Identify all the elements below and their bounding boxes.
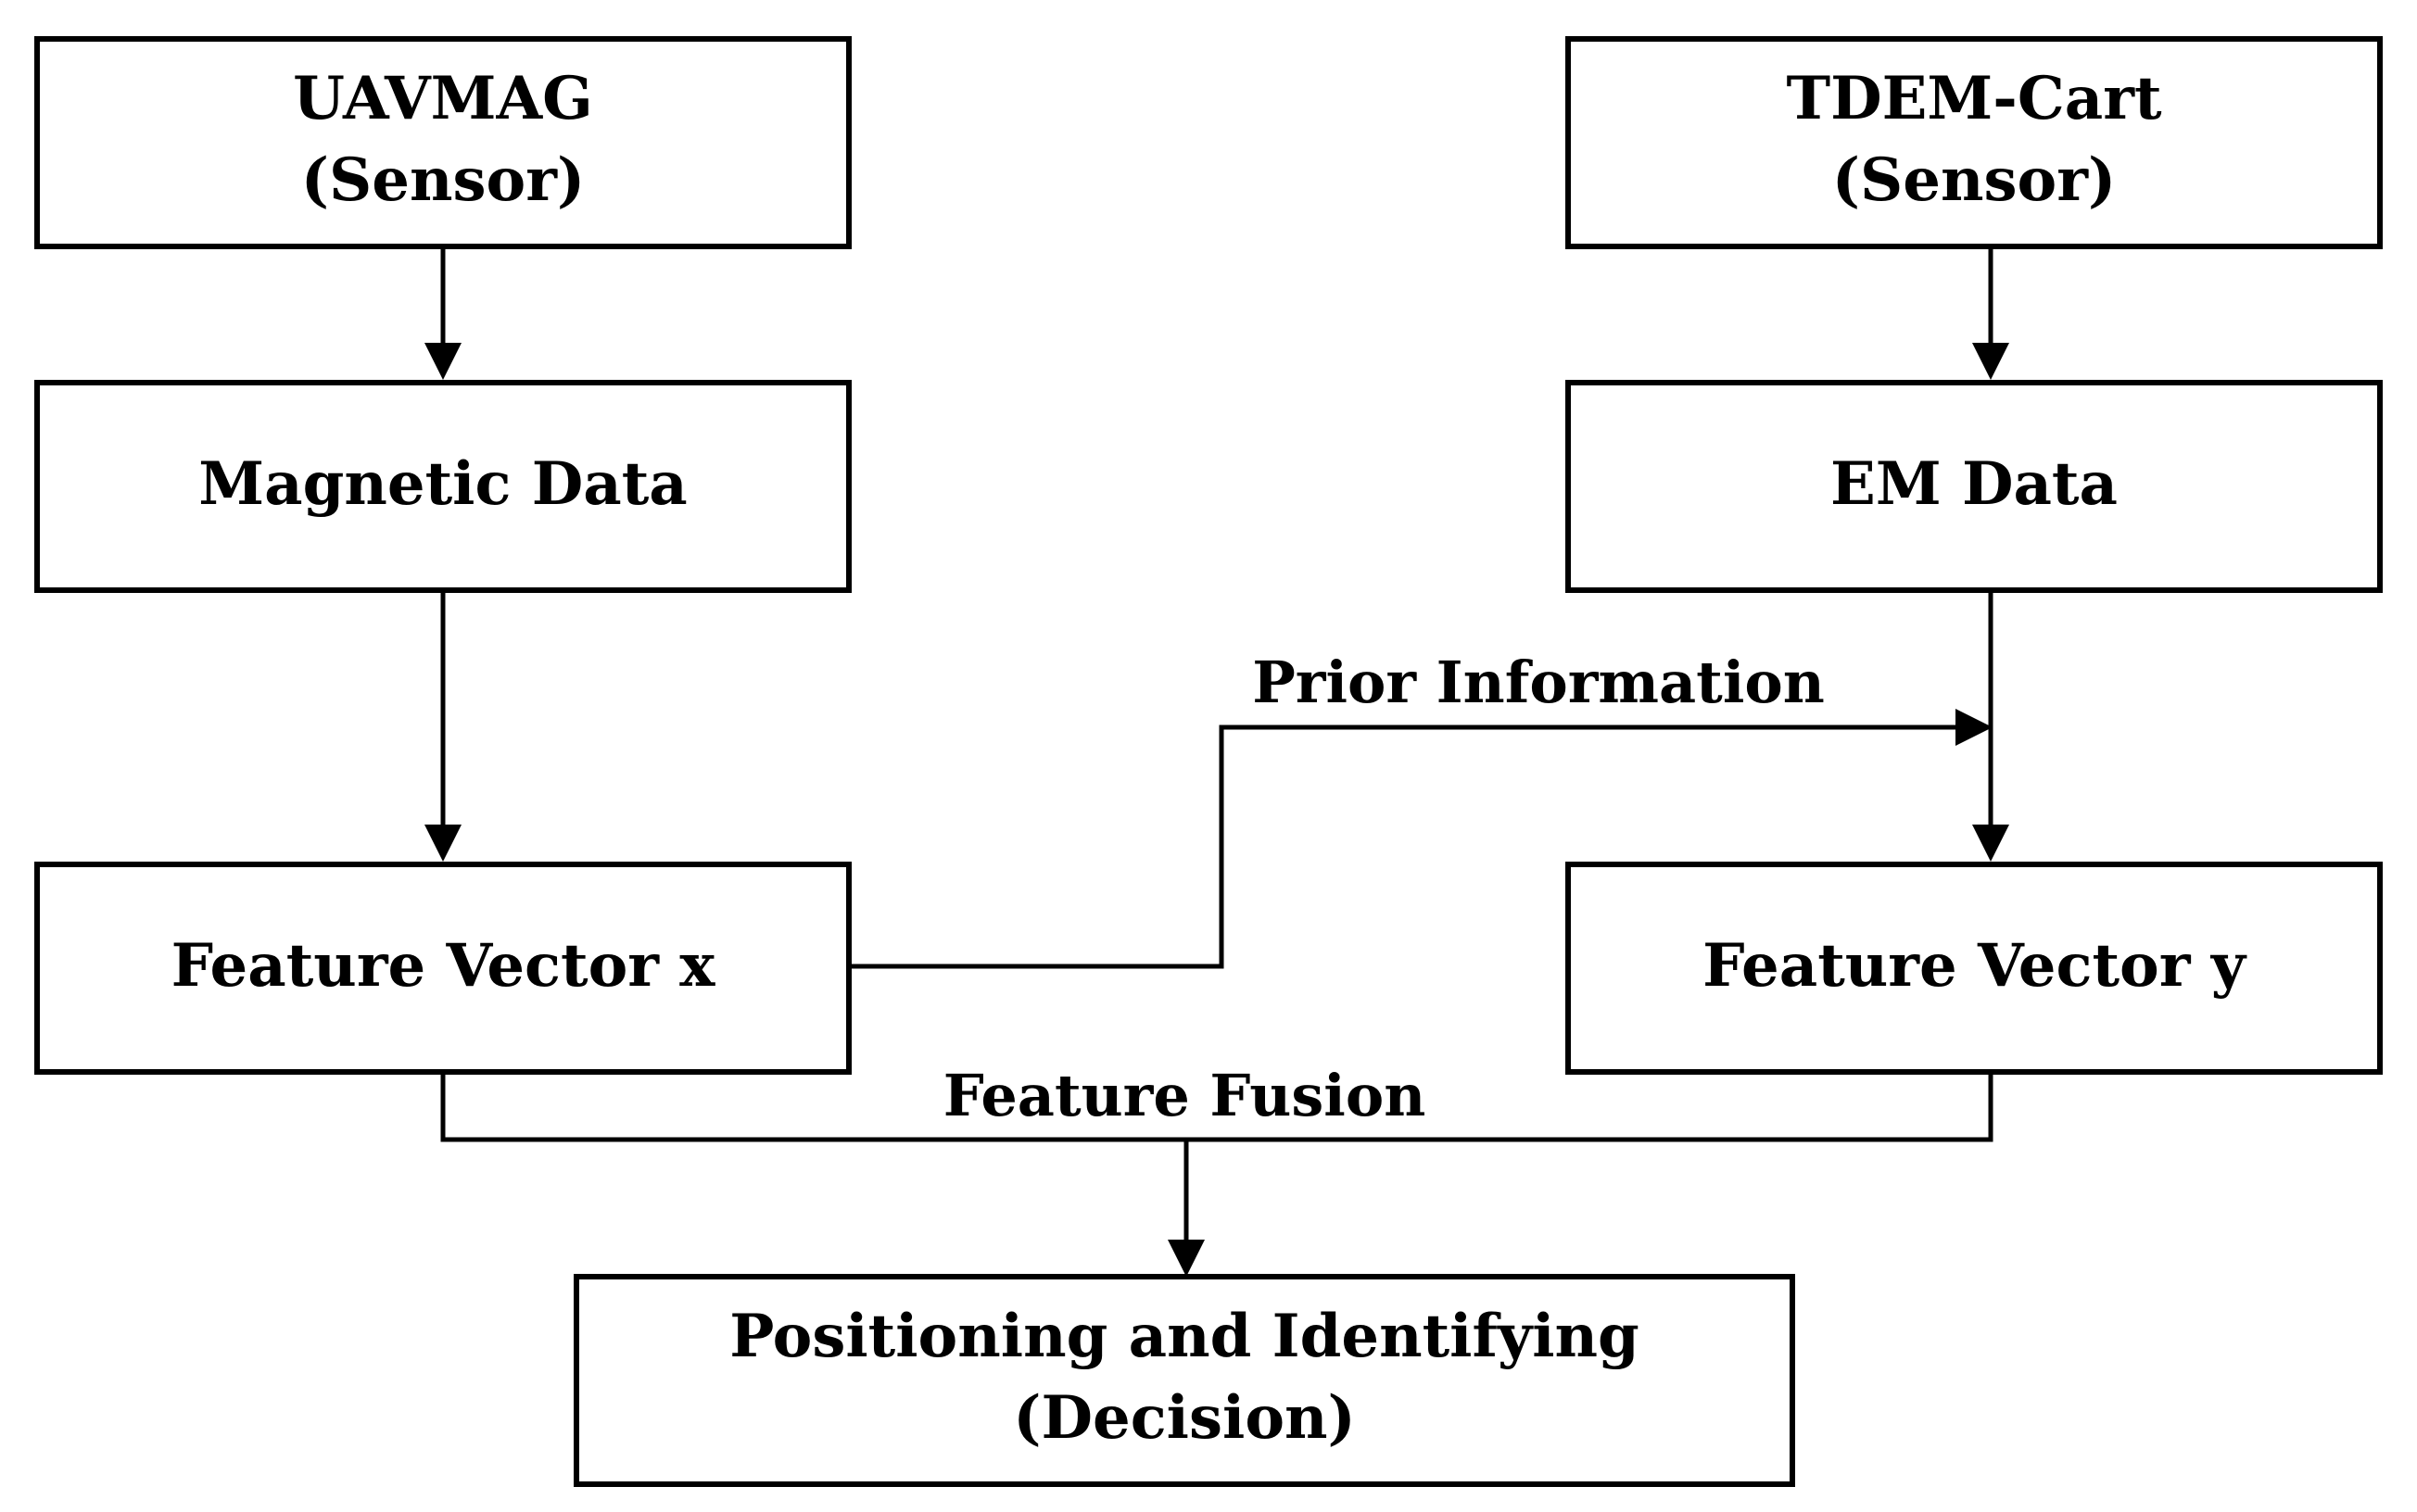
arrowhead-em-data xyxy=(1972,343,2009,380)
feature-vector-y-label: Feature Vector y xyxy=(1702,931,2247,1001)
decision-title: Positioning and Identifying xyxy=(729,1302,1639,1371)
em-data-box: EM Data xyxy=(1565,380,2383,593)
prior-information-label: Prior Information xyxy=(1252,649,1825,716)
magnetic-data-box: Magnetic Data xyxy=(34,380,852,593)
arrowhead-prior-information xyxy=(1955,709,1993,746)
feature-vector-y-box: Feature Vector y xyxy=(1565,862,2383,1075)
arrowhead-magnetic-data xyxy=(424,343,462,380)
uavmag-title: UAVMAG xyxy=(293,64,593,133)
magnetic-data-label: Magnetic Data xyxy=(198,449,687,519)
feature-vector-x-label: Feature Vector x xyxy=(171,931,716,1001)
uavmag-sensor-box: UAVMAG (Sensor) xyxy=(34,36,852,249)
arrowhead-feature-vector-y xyxy=(1972,825,2009,862)
uavmag-subtitle: (Sensor) xyxy=(301,145,585,215)
feature-fusion-label: Feature Fusion xyxy=(943,1062,1426,1129)
decision-subtitle: (Decision) xyxy=(1013,1383,1356,1453)
decision-box: Positioning and Identifying (Decision) xyxy=(574,1274,1795,1487)
connectors xyxy=(424,248,2009,1277)
fusion-path-left xyxy=(440,1072,1186,1142)
prior-information-path xyxy=(851,724,1955,969)
tdem-cart-subtitle: (Sensor) xyxy=(1832,145,2116,215)
fusion-path-right xyxy=(1186,1072,1993,1142)
tdem-cart-sensor-box: TDEM-Cart (Sensor) xyxy=(1565,36,2383,249)
em-data-label: EM Data xyxy=(1830,449,2118,519)
feature-vector-x-box: Feature Vector x xyxy=(34,862,852,1075)
arrowhead-feature-vector-x xyxy=(424,825,462,862)
tdem-cart-title: TDEM-Cart xyxy=(1787,64,2162,133)
arrowhead-decision xyxy=(1168,1240,1205,1277)
